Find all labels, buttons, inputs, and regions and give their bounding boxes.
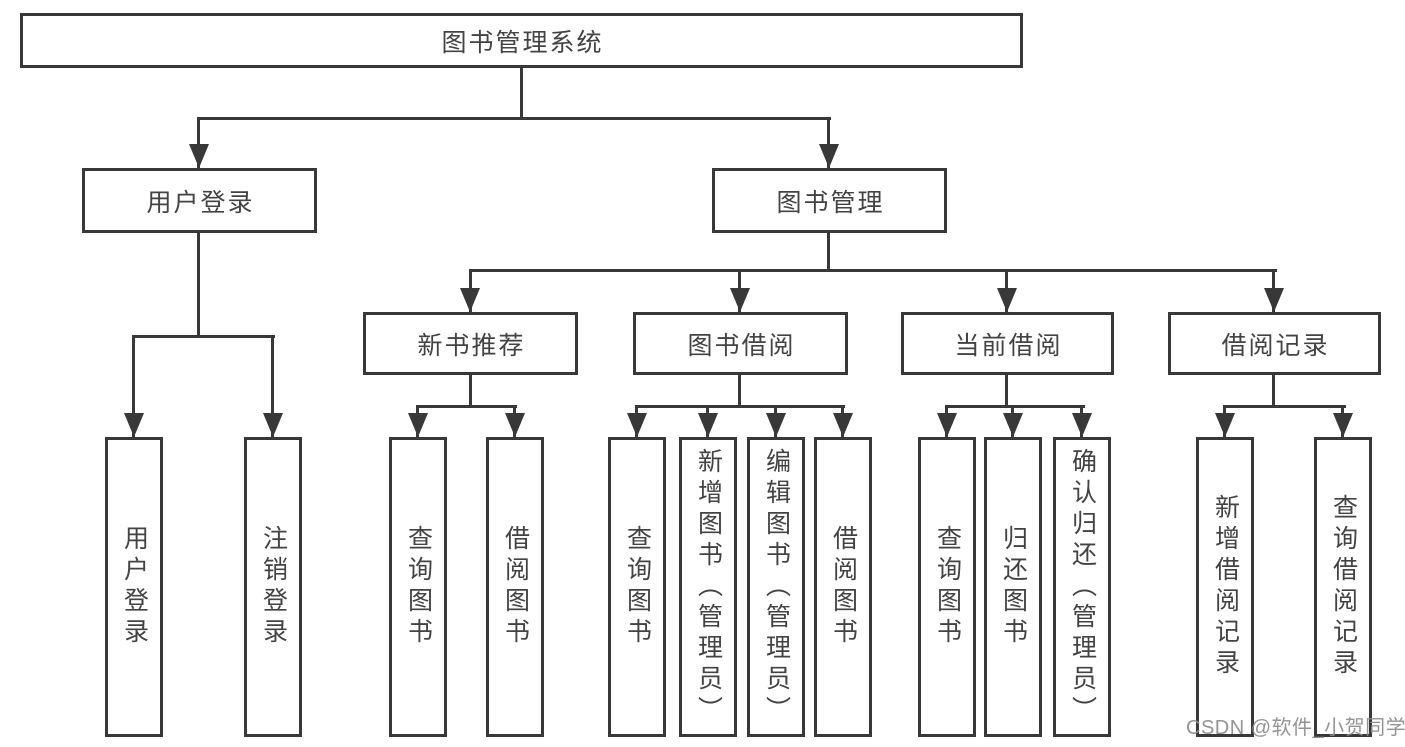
- node-book-management-label: 图书管理: [776, 188, 885, 217]
- leaf-add-borrow-record-label: 新增借阅记录: [1211, 494, 1240, 680]
- node-book-borrowing: 图书借阅: [633, 312, 848, 375]
- leaf-return-books: 归还图书: [984, 437, 1042, 737]
- connector-line: [827, 233, 830, 271]
- arrowhead-down-icon: [819, 144, 839, 168]
- arrowhead-down-icon: [1333, 413, 1353, 437]
- node-root: 图书管理系统: [20, 13, 1023, 68]
- arrowhead-down-icon: [997, 288, 1017, 312]
- leaf-query-books-recommend: 查询图书: [389, 437, 447, 737]
- leaf-edit-book-admin: 编辑图书（管理员）: [747, 437, 805, 737]
- node-new-book-recommendation: 新书推荐: [363, 312, 578, 375]
- leaf-user-login: 用户登录: [105, 437, 163, 737]
- leaf-logout-label: 注销登录: [259, 525, 288, 649]
- leaf-query-books-current-label: 查询图书: [933, 525, 962, 649]
- arrowhead-down-icon: [730, 288, 750, 312]
- leaf-logout: 注销登录: [244, 437, 302, 737]
- arrowhead-down-icon: [833, 413, 853, 437]
- connector-line: [132, 335, 135, 437]
- arrowhead-down-icon: [505, 413, 525, 437]
- node-borrowing-records-label: 借阅记录: [1221, 331, 1330, 360]
- connector-line: [416, 405, 517, 408]
- connector-line: [1005, 375, 1008, 407]
- connector-line: [197, 233, 200, 337]
- arrowhead-down-icon: [460, 288, 480, 312]
- leaf-borrow-books-borrowing: 借阅图书: [814, 437, 872, 737]
- connector-line: [635, 405, 845, 408]
- arrowhead-down-icon: [766, 413, 786, 437]
- arrowhead-down-icon: [1072, 413, 1092, 437]
- node-user-login-label: 用户登录: [146, 188, 255, 217]
- leaf-borrow-books-recommend-label: 借阅图书: [501, 525, 530, 649]
- node-book-borrowing-label: 图书借阅: [687, 331, 796, 360]
- node-current-borrowing-label: 当前借阅: [954, 331, 1063, 360]
- leaf-add-borrow-record: 新增借阅记录: [1196, 437, 1254, 737]
- connector-line: [945, 405, 1085, 408]
- csdn-watermark: CSDN @软件_小贺同学: [1186, 717, 1405, 739]
- leaf-query-borrow-record: 查询借阅记录: [1314, 437, 1372, 737]
- connector-line: [520, 68, 523, 120]
- connector-line: [197, 117, 831, 120]
- leaf-confirm-return-admin-label: 确认归还（管理员）: [1068, 447, 1097, 727]
- arrowhead-down-icon: [189, 144, 209, 168]
- connector-line: [271, 335, 274, 437]
- leaf-borrow-books-borrowing-label: 借阅图书: [829, 525, 858, 649]
- arrowhead-down-icon: [627, 413, 647, 437]
- connector-line: [1223, 405, 1346, 408]
- connector-line: [132, 335, 275, 338]
- arrowhead-down-icon: [1003, 413, 1023, 437]
- node-root-label: 图书管理系统: [441, 28, 604, 57]
- leaf-query-books-borrowing: 查询图书: [608, 437, 666, 737]
- arrowhead-down-icon: [1215, 413, 1235, 437]
- connector-line: [1272, 375, 1275, 407]
- leaf-add-book-admin-label: 新增图书（管理员）: [694, 447, 723, 727]
- leaf-return-books-label: 归还图书: [999, 525, 1028, 649]
- connector-line: [827, 117, 830, 168]
- node-current-borrowing: 当前借阅: [901, 312, 1114, 375]
- connector-line: [469, 269, 1277, 272]
- arrowhead-down-icon: [263, 413, 283, 437]
- leaf-query-books-recommend-label: 查询图书: [404, 525, 433, 649]
- arrowhead-down-icon: [408, 413, 428, 437]
- connector-line: [469, 375, 472, 407]
- arrowhead-down-icon: [124, 413, 144, 437]
- leaf-edit-book-admin-label: 编辑图书（管理员）: [762, 447, 791, 727]
- leaf-query-books-current: 查询图书: [918, 437, 976, 737]
- node-user-login: 用户登录: [82, 168, 317, 233]
- leaf-confirm-return-admin: 确认归还（管理员）: [1053, 437, 1111, 737]
- leaf-borrow-books-recommend: 借阅图书: [486, 437, 544, 737]
- leaf-add-book-admin: 新增图书（管理员）: [679, 437, 737, 737]
- arrowhead-down-icon: [1264, 288, 1284, 312]
- leaf-query-borrow-record-label: 查询借阅记录: [1329, 494, 1358, 680]
- leaf-user-login-label: 用户登录: [120, 525, 149, 649]
- arrowhead-down-icon: [698, 413, 718, 437]
- connector-line: [197, 117, 200, 168]
- node-new-book-recommendation-label: 新书推荐: [417, 331, 526, 360]
- node-book-management: 图书管理: [712, 168, 947, 233]
- node-borrowing-records: 借阅记录: [1168, 312, 1381, 375]
- arrowhead-down-icon: [937, 413, 957, 437]
- connector-line: [738, 375, 741, 407]
- leaf-query-books-borrowing-label: 查询图书: [623, 525, 652, 649]
